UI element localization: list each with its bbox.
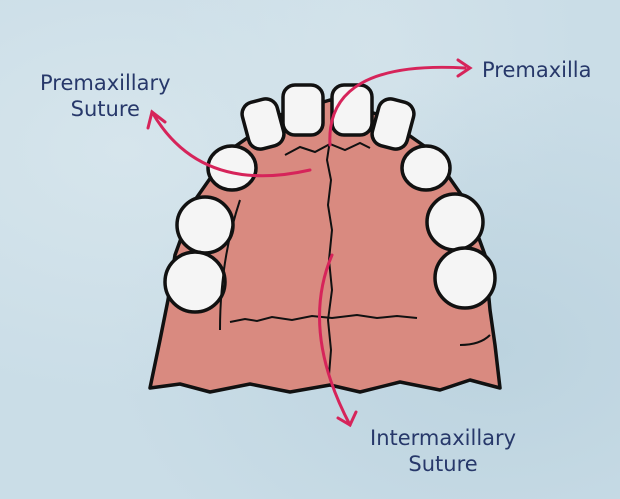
arrowhead [146, 109, 167, 130]
tooth [400, 144, 452, 192]
premaxillary-suture-label: Premaxillary Suture [40, 70, 171, 122]
tooth [433, 246, 497, 310]
tooth [240, 97, 286, 151]
premaxilla-arrow [328, 65, 467, 147]
tooth [206, 144, 258, 192]
label-line: Suture [70, 97, 140, 121]
premaxilla-label: Premaxilla [482, 58, 592, 82]
teeth [163, 83, 497, 314]
premaxillary-suture-arrow [150, 110, 312, 178]
tooth [370, 97, 416, 151]
intermaxillary-suture-label: Intermaxillary Suture [370, 425, 516, 477]
arrows [146, 58, 473, 428]
sutures [219, 139, 491, 376]
tooth [425, 192, 485, 252]
label-line: Intermaxillary [370, 426, 517, 450]
tooth [281, 83, 325, 137]
tooth [330, 83, 374, 137]
arrowhead [336, 410, 358, 428]
tooth [175, 195, 235, 255]
label-line: Suture [408, 452, 478, 476]
label-line: Premaxillary [40, 71, 171, 95]
tooth [163, 250, 227, 314]
arrowhead [456, 58, 473, 78]
intermaxillary-suture-arrow [318, 253, 352, 427]
